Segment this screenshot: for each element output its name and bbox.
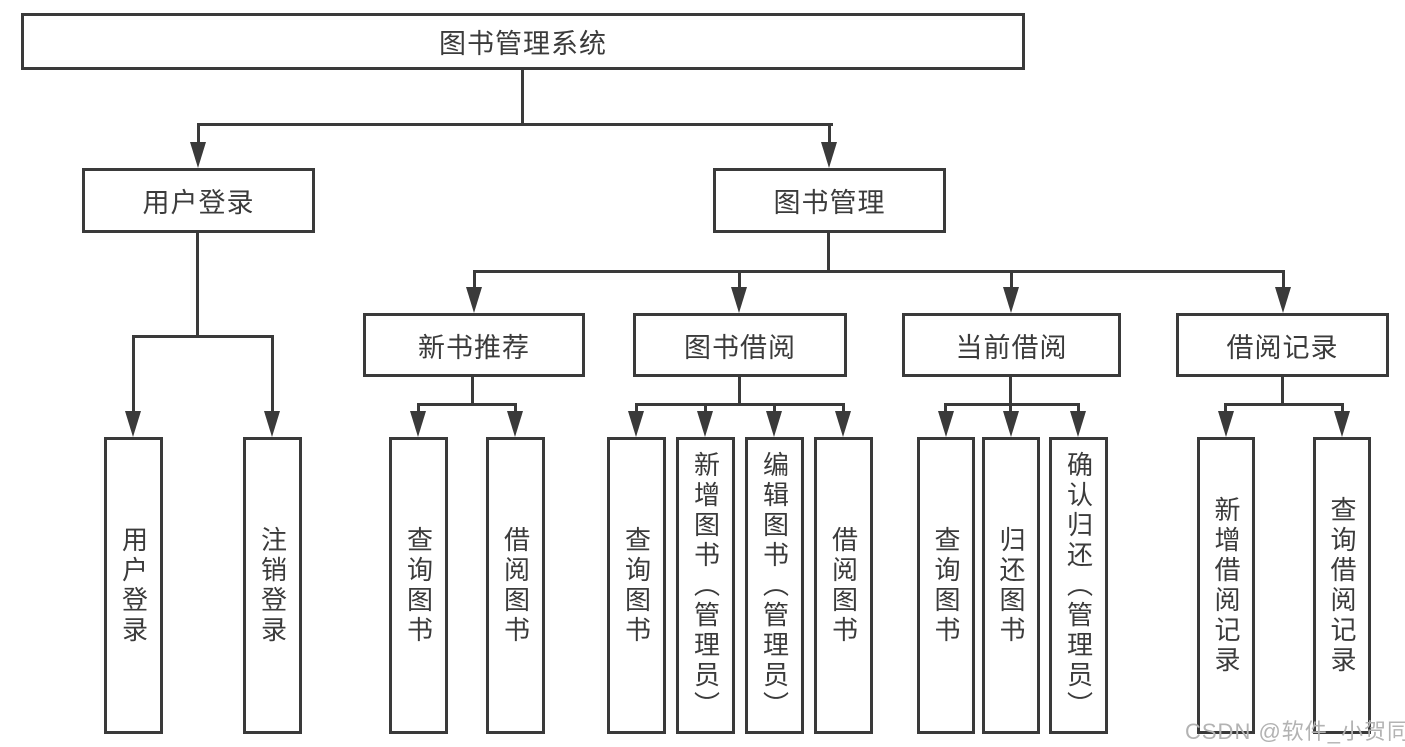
leaf-recommend-borrow-books-label: 借阅图书 [500, 525, 531, 646]
connector-user-stem [196, 233, 199, 335]
arrow-down-icon [125, 411, 141, 437]
arrow-down-icon [264, 411, 280, 437]
node-user-login-branch: 用户登录 [82, 168, 315, 233]
leaf-edit-book-admin-label: 编辑图书（管理员） [759, 450, 790, 721]
connector-g4-leaf2-stub [1341, 403, 1344, 415]
leaf-logout-label: 注销登录 [257, 525, 288, 646]
connector-book-to-g2-stub [738, 270, 741, 290]
connector-g1-stem [471, 377, 474, 405]
leaf-current-query-books-label: 查询图书 [931, 525, 961, 646]
connector-g2-leaf1-stub [635, 403, 638, 415]
arrow-down-icon [507, 411, 523, 437]
connector-book-to-g4-stub [1282, 270, 1285, 290]
leaf-confirm-return-admin: 确认归还（管理员） [1049, 437, 1108, 734]
leaf-recommend-query-books-label: 查询图书 [403, 525, 434, 646]
connector-user-leaf1-stub [132, 335, 135, 413]
leaf-recommend-query-books: 查询图书 [389, 437, 448, 734]
node-user-login-label: 用户登录 [142, 188, 255, 218]
leaf-logout: 注销登录 [243, 437, 302, 734]
leaf-add-book-admin: 新增图书（管理员） [676, 437, 735, 734]
connector-g3-leaf1-stub [944, 403, 947, 415]
leaf-borrow-books-label: 借阅图书 [828, 525, 859, 646]
arrow-down-icon [1003, 411, 1019, 437]
arrow-down-icon [1218, 411, 1234, 437]
arrow-down-icon [190, 142, 206, 168]
leaf-borrow-query-books-label: 查询图书 [621, 525, 652, 646]
node-current-borrow: 当前借阅 [902, 313, 1121, 377]
arrow-down-icon [835, 411, 851, 437]
node-new-book-recommend: 新书推荐 [363, 313, 585, 377]
connector-g2-leaf2-stub [704, 403, 707, 415]
node-borrow-records-label: 借阅记录 [1226, 332, 1339, 363]
connector-g4-stem [1281, 377, 1284, 405]
node-current-borrow-label: 当前借阅 [955, 332, 1068, 363]
connector-g1-leaf1-stub [417, 403, 420, 415]
csdn-watermark: CSDN @软件_小贺同学 [1185, 719, 1405, 744]
node-root-label: 图书管理系统 [439, 29, 607, 59]
leaf-current-query-books: 查询图书 [917, 437, 975, 734]
node-borrow-records: 借阅记录 [1176, 313, 1389, 377]
node-book-management-label: 图书管理 [773, 188, 886, 218]
connector-g1-leaf2-stub [514, 403, 517, 415]
arrow-down-icon [731, 287, 747, 313]
connector-root-to-user-stub [197, 123, 200, 147]
connector-book-rail [473, 270, 1285, 273]
arrow-down-icon [410, 411, 426, 437]
node-book-borrow: 图书借阅 [633, 313, 847, 377]
leaf-add-borrow-record: 新增借阅记录 [1197, 437, 1255, 734]
connector-book-to-g1-stub [473, 270, 476, 290]
node-root-library-system: 图书管理系统 [21, 13, 1025, 70]
connector-g3-rail [944, 403, 1080, 406]
connector-book-to-g3-stub [1010, 270, 1013, 290]
leaf-edit-book-admin: 编辑图书（管理员） [745, 437, 804, 734]
leaf-confirm-return-admin-label: 确认归还（管理员） [1063, 450, 1094, 721]
arrow-down-icon [1003, 287, 1019, 313]
leaf-user-login: 用户登录 [104, 437, 163, 734]
connector-root-to-book-stub [828, 123, 831, 147]
leaf-query-borrow-record: 查询借阅记录 [1313, 437, 1371, 734]
arrow-down-icon [1275, 287, 1291, 313]
leaf-recommend-borrow-books: 借阅图书 [486, 437, 545, 734]
arrow-down-icon [466, 287, 482, 313]
node-book-borrow-label: 图书借阅 [684, 332, 796, 363]
arrow-down-icon [628, 411, 644, 437]
connector-user-leaf2-stub [271, 335, 274, 413]
connector-g2-leaf3-stub [773, 403, 776, 415]
connector-g3-leaf3-stub [1077, 403, 1080, 415]
connector-book-stem [827, 233, 830, 270]
connector-g1-rail [417, 403, 517, 406]
arrow-down-icon [1070, 411, 1086, 437]
leaf-borrow-books: 借阅图书 [814, 437, 873, 734]
node-book-management-branch: 图书管理 [713, 168, 946, 233]
connector-user-rail [132, 335, 274, 338]
connector-g3-leaf2-stub [1009, 403, 1012, 415]
leaf-return-books-label: 归还图书 [996, 525, 1026, 646]
node-new-book-recommend-label: 新书推荐 [418, 332, 530, 363]
leaf-borrow-query-books: 查询图书 [607, 437, 666, 734]
arrow-down-icon [821, 142, 837, 168]
connector-g3-stem [1009, 377, 1012, 405]
leaf-add-borrow-record-label: 新增借阅记录 [1211, 495, 1241, 676]
connector-g4-rail [1224, 403, 1344, 406]
leaf-return-books: 归还图书 [982, 437, 1040, 734]
arrow-down-icon [938, 411, 954, 437]
leaf-add-book-admin-label: 新增图书（管理员） [690, 450, 721, 721]
leaf-query-borrow-record-label: 查询借阅记录 [1327, 495, 1357, 676]
connector-root-stem [521, 70, 524, 125]
connector-root-rail [197, 123, 833, 126]
connector-g2-rail [635, 403, 845, 406]
arrow-down-icon [697, 411, 713, 437]
connector-g4-leaf1-stub [1224, 403, 1227, 415]
connector-g2-leaf4-stub [842, 403, 845, 415]
arrow-down-icon [766, 411, 782, 437]
connector-g2-stem [738, 377, 741, 405]
arrow-down-icon [1334, 411, 1350, 437]
leaf-user-login-label: 用户登录 [118, 525, 149, 646]
